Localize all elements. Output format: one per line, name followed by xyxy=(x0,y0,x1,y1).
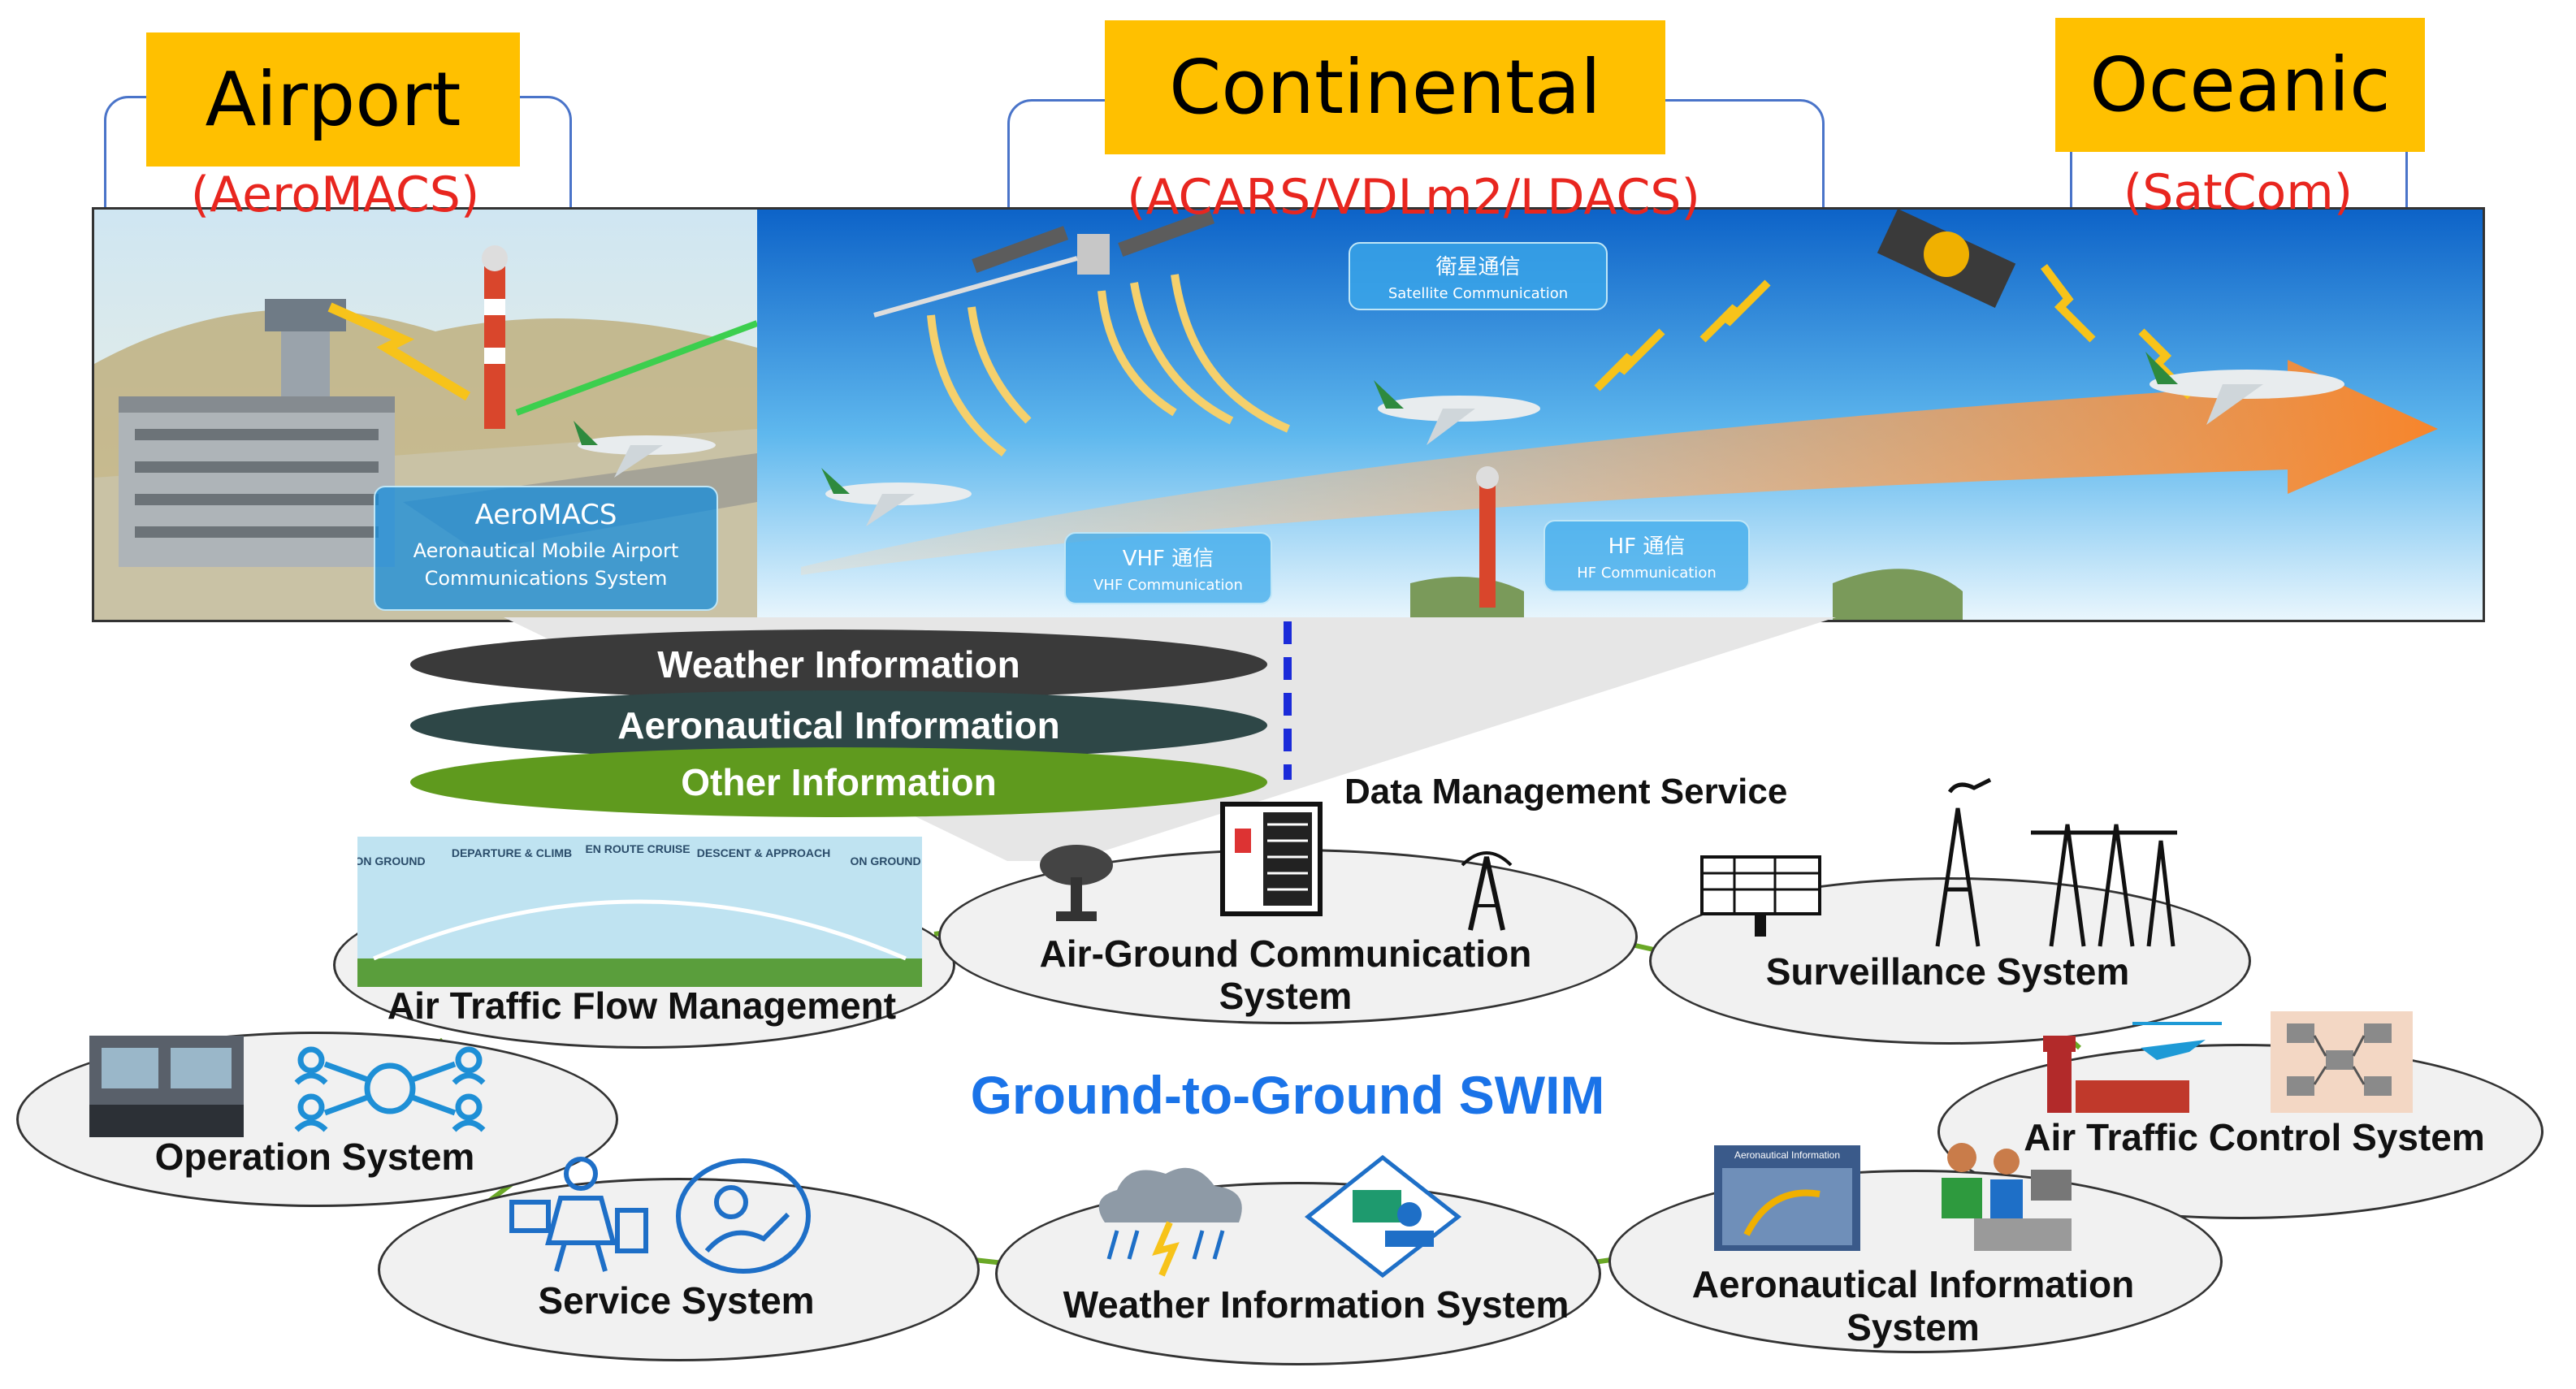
aeromacs-info-box: AeroMACS Aeronautical Mobile Airport Com… xyxy=(374,486,718,611)
satellite-dish-icon xyxy=(1040,845,1113,921)
satellite-signal-arcs xyxy=(927,274,1290,457)
operator-icon xyxy=(1942,1143,2072,1251)
phase-label: ON GROUND xyxy=(357,855,426,868)
airplane-icon xyxy=(574,421,716,478)
phase-label: ON GROUND xyxy=(850,855,920,868)
server-rack-icon xyxy=(1220,802,1323,916)
ais-label-line1: Aeronautical Information xyxy=(1691,1263,2135,1305)
weather-station-icon xyxy=(1304,1154,1462,1279)
hf-title: HF 通信 xyxy=(1608,534,1686,559)
operation-label: Operation System xyxy=(154,1136,475,1178)
satellite-icon xyxy=(1877,210,2016,308)
continental-link-label: (ACARS/VDLm2/LDACS) xyxy=(1127,169,1700,226)
ais-node[interactable] xyxy=(1608,1170,2223,1353)
flight-profile-thumbnail: ON GROUND DEPARTURE & CLIMB EN ROUTE CRU… xyxy=(357,837,922,987)
storm-cloud-icon xyxy=(1098,1167,1242,1277)
network-diagram-icon xyxy=(2271,1011,2413,1113)
atc-label: Air Traffic Control System xyxy=(2024,1116,2485,1158)
agc-label-line2: System xyxy=(1219,975,1353,1017)
aeromacs-title: AeroMACS xyxy=(474,499,617,531)
data-management-service-label: Data Management Service xyxy=(1344,772,1788,811)
radio-mast-icon xyxy=(482,245,508,429)
other-information-layer: Other Information xyxy=(410,747,1267,817)
airplane-icon xyxy=(821,468,972,526)
oceanic-tag: Oceanic xyxy=(2055,18,2425,152)
agc-label-line1: Air-Ground Communication xyxy=(1039,932,1532,975)
aeromacs-sub2: Communications System xyxy=(424,567,668,590)
aeronautical-chart-thumbnail: Aeronautical Information xyxy=(1714,1145,1860,1251)
flight-arrow xyxy=(801,360,2438,575)
pilot-cockpit-icon xyxy=(676,1158,811,1274)
airport-tag: Airport xyxy=(146,32,520,167)
antenna-tower-icon xyxy=(1461,851,1513,931)
atfm-label: Air Traffic Flow Management xyxy=(387,984,897,1027)
aeromacs-sub1: Aeronautical Mobile Airport xyxy=(413,539,679,562)
control-tower-icon xyxy=(119,299,395,567)
airplane-icon xyxy=(1374,380,1540,445)
ais-thumb-label: Aeronautical Information xyxy=(1734,1149,1840,1161)
weather-information-layer: Weather Information xyxy=(410,630,1267,699)
service-label: Service System xyxy=(538,1279,815,1322)
phase-label: DESCENT & APPROACH xyxy=(697,846,830,859)
radar-icon xyxy=(1700,855,1821,937)
ais-label-line2: System xyxy=(1846,1306,1980,1348)
lightning-icon xyxy=(327,302,471,401)
hf-info-box: HF 通信 HF Communication xyxy=(1543,520,1750,592)
airplane-icon xyxy=(2141,1040,2206,1060)
vhf-info-box: VHF 通信 VHF Communication xyxy=(1064,532,1272,604)
radio-mast-icon xyxy=(1476,466,1499,608)
network-users-icon xyxy=(294,1046,486,1132)
phase-label: DEPARTURE & CLIMB xyxy=(452,846,572,859)
control-tower-icon xyxy=(2043,1022,2222,1113)
communication-scene xyxy=(94,210,2483,620)
oceanic-link-label: (SatCom) xyxy=(2123,164,2353,221)
weather-node[interactable] xyxy=(995,1182,1601,1365)
airplane-icon xyxy=(2145,352,2344,425)
phase-label: EN ROUTE CRUISE xyxy=(585,842,690,855)
satellite-sub: Satellite Communication xyxy=(1388,285,1569,302)
continental-tag: Continental xyxy=(1105,20,1665,154)
surveillance-label: Surveillance System xyxy=(1765,950,2130,993)
antenna-tower-icon xyxy=(1935,777,2177,947)
vhf-title: VHF 通信 xyxy=(1122,547,1214,571)
passenger-icon xyxy=(509,1157,648,1272)
swim-title: Ground-to-Ground SWIM xyxy=(970,1065,1605,1125)
satellite-icon xyxy=(873,210,1215,318)
airport-link-label: (AeroMACS) xyxy=(190,167,480,223)
hf-sub: HF Communication xyxy=(1577,565,1717,582)
satellite-title: 衛星通信 xyxy=(1435,255,1521,279)
operator-icon xyxy=(89,1036,244,1137)
satellite-info-box: 衛星通信 Satellite Communication xyxy=(1349,242,1608,310)
weather-label: Weather Information System xyxy=(1063,1283,1569,1326)
vhf-sub: VHF Communication xyxy=(1093,577,1243,594)
